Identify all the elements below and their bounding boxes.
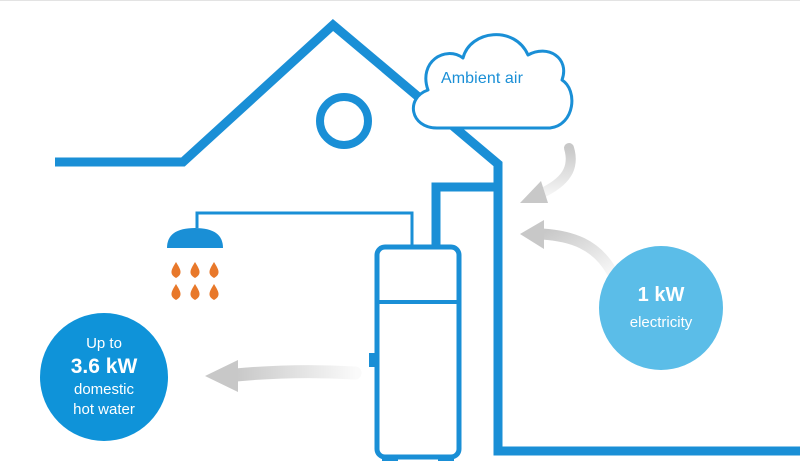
electricity-value: 1 kW: [637, 284, 685, 306]
cloud-shape: [411, 33, 574, 130]
ambient-air-label: Ambient air: [440, 70, 524, 87]
water-drops-icon: [171, 262, 219, 300]
electricity-arrow: [520, 220, 618, 278]
house-roof-outline: [55, 19, 800, 456]
shower-pipe: [195, 211, 414, 247]
top-border-line: [0, 0, 800, 1]
flue-pipe: [431, 182, 498, 247]
heat-pump-tank-icon: [369, 244, 462, 461]
shower-head-icon: [167, 228, 223, 248]
hot-water-value: 3.6 kW: [70, 355, 138, 378]
hot-water-line2: hot water: [73, 401, 135, 418]
hot-water-line1: domestic: [73, 381, 135, 398]
electricity-label: electricity: [629, 314, 693, 331]
hot-water-prefix: Up to: [86, 335, 122, 352]
electricity-badge: 1 kW electricity: [599, 246, 723, 370]
hot-water-badge: Up to 3.6 kW domestic hot water: [40, 313, 168, 441]
ambient-air-arrow: [520, 143, 576, 203]
hot-water-arrow: [205, 360, 362, 392]
round-window: [316, 93, 372, 149]
